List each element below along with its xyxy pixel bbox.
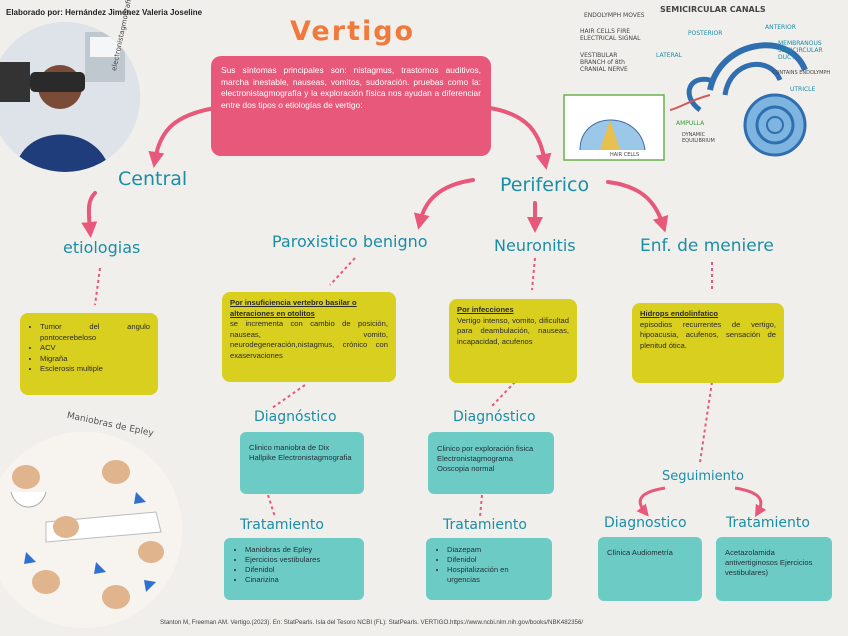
neuronitis-cause-box: Por infecciones Vertigo intenso, vomito,… xyxy=(449,299,577,383)
list-item: Ejercicios vestibulares xyxy=(245,555,355,565)
list-item: Migraña xyxy=(40,354,150,365)
paroxistico-diag-box: Clinico maniobra de Dix Hallpike Electro… xyxy=(240,432,364,494)
list-item: Difenidol xyxy=(447,555,543,565)
ear-label-ampulla: AMPULLA xyxy=(676,120,704,127)
neuronitis-heading: Neuronitis xyxy=(494,236,576,255)
list-item: Diazepam xyxy=(447,545,543,555)
meniere-trat-heading: Tratamiento xyxy=(726,515,810,531)
list-item: Difenidol xyxy=(245,565,355,575)
meniere-cause-text: episodios recurrentes de vertigo, hipoac… xyxy=(640,320,776,352)
inner-ear-illustration xyxy=(560,0,848,170)
paroxistico-cause-box: Por insuficiencia vertebro basilar o alt… xyxy=(222,292,396,382)
ear-diagram: SEMICIRCULAR CANALS ENDOLYMPH MOVES HAIR… xyxy=(560,0,848,170)
meniere-diag-box: Clínica Audiometría xyxy=(598,537,702,601)
neuronitis-cause-title: Por infecciones xyxy=(457,305,569,316)
paroxistico-heading: Paroxistico benigno xyxy=(272,232,428,251)
paroxistico-trat-box: Maniobras de Epley Ejercicios vestibular… xyxy=(224,538,364,600)
seguimiento-heading: Seguimiento xyxy=(662,469,744,484)
ear-title: SEMICIRCULAR CANALS xyxy=(660,5,766,14)
paroxistico-cause-text: se incrementa con cambio de posición, na… xyxy=(230,319,388,361)
neuronitis-diag-box: Clinico por exploración fisica Electroni… xyxy=(428,432,554,494)
paroxistico-trat-heading: Tratamiento xyxy=(240,517,324,533)
central-etiologias-box: Tumor del angulo pontocerebeloso ACV Mig… xyxy=(20,313,158,395)
citation: Stanton M, Freeman AM. Vertigo.(2023). E… xyxy=(160,619,583,626)
list-item: Esclerosis multiple xyxy=(40,364,150,375)
meniere-diag-heading: Diagnostico xyxy=(604,515,687,531)
neuronitis-trat-list: Diazepam Difenidol Hospitalización en ur… xyxy=(435,545,543,585)
meniere-cause-box: Hidrops endolinfatico episodios recurren… xyxy=(632,303,784,383)
ear-label-haircells: HAIR CELLS FIRE ELECTRICAL SIGNAL xyxy=(580,28,642,42)
ear-label-haircells-2: HAIR CELLS xyxy=(610,152,639,158)
ear-label-utricle: UTRICLE xyxy=(790,86,815,93)
page-title: Vertigo xyxy=(290,16,415,47)
ear-label-posterior: POSTERIOR xyxy=(688,30,722,37)
central-heading: Central xyxy=(118,168,187,190)
ear-label-endolymph: ENDOLYMPH MOVES xyxy=(584,12,645,19)
ear-label-anterior: ANTERIOR xyxy=(765,24,796,31)
list-item: Hospitalización en urgencias xyxy=(447,565,543,585)
meniere-cause-title: Hidrops endolinfatico xyxy=(640,309,776,320)
ear-label-dynamic: DYNAMIC EQUILIBRIUM xyxy=(682,132,737,144)
etiologias-heading: etiologias xyxy=(63,238,140,257)
meniere-trat-box: Acetazolamida antivertiginosos Ejercicio… xyxy=(716,537,832,601)
list-item: Maniobras de Epley xyxy=(245,545,355,555)
list-item: Cinarizina xyxy=(245,575,355,585)
neuronitis-diag-heading: Diagnóstico xyxy=(453,409,536,425)
neuronitis-trat-heading: Tratamiento xyxy=(443,517,527,533)
intro-box: Sus síntomas principales son: nistagmus,… xyxy=(211,56,491,156)
neuronitis-cause-text: Vertigo intenso, vomito, dificultad para… xyxy=(457,316,569,348)
meniere-heading: Enf. de meniere xyxy=(640,236,774,256)
etiologias-list: Tumor del angulo pontocerebeloso ACV Mig… xyxy=(28,322,150,375)
paroxistico-trat-list: Maniobras de Epley Ejercicios vestibular… xyxy=(233,545,355,585)
paroxistico-cause-title: Por insuficiencia vertebro basilar o alt… xyxy=(230,298,388,319)
author-credit: Elaborado por: Hernández Jiménez Valeria… xyxy=(6,8,202,17)
ear-label-vestibular: VESTIBULAR BRANCH of 8th CRANIAL NERVE xyxy=(580,52,642,73)
list-item: ACV xyxy=(40,343,150,354)
ear-label-lateral: LATERAL xyxy=(656,52,682,59)
neuronitis-trat-box: Diazepam Difenidol Hospitalización en ur… xyxy=(426,538,552,600)
ear-label-contains: CONTAINS ENDOLYMPH xyxy=(772,70,830,76)
ear-label-duct: MEMBRANOUS SEMICIRCULAR DUCT xyxy=(778,40,838,61)
list-item: Tumor del angulo pontocerebeloso xyxy=(40,322,150,343)
periferico-heading: Periferico xyxy=(500,174,589,196)
paroxistico-diag-heading: Diagnóstico xyxy=(254,409,337,425)
